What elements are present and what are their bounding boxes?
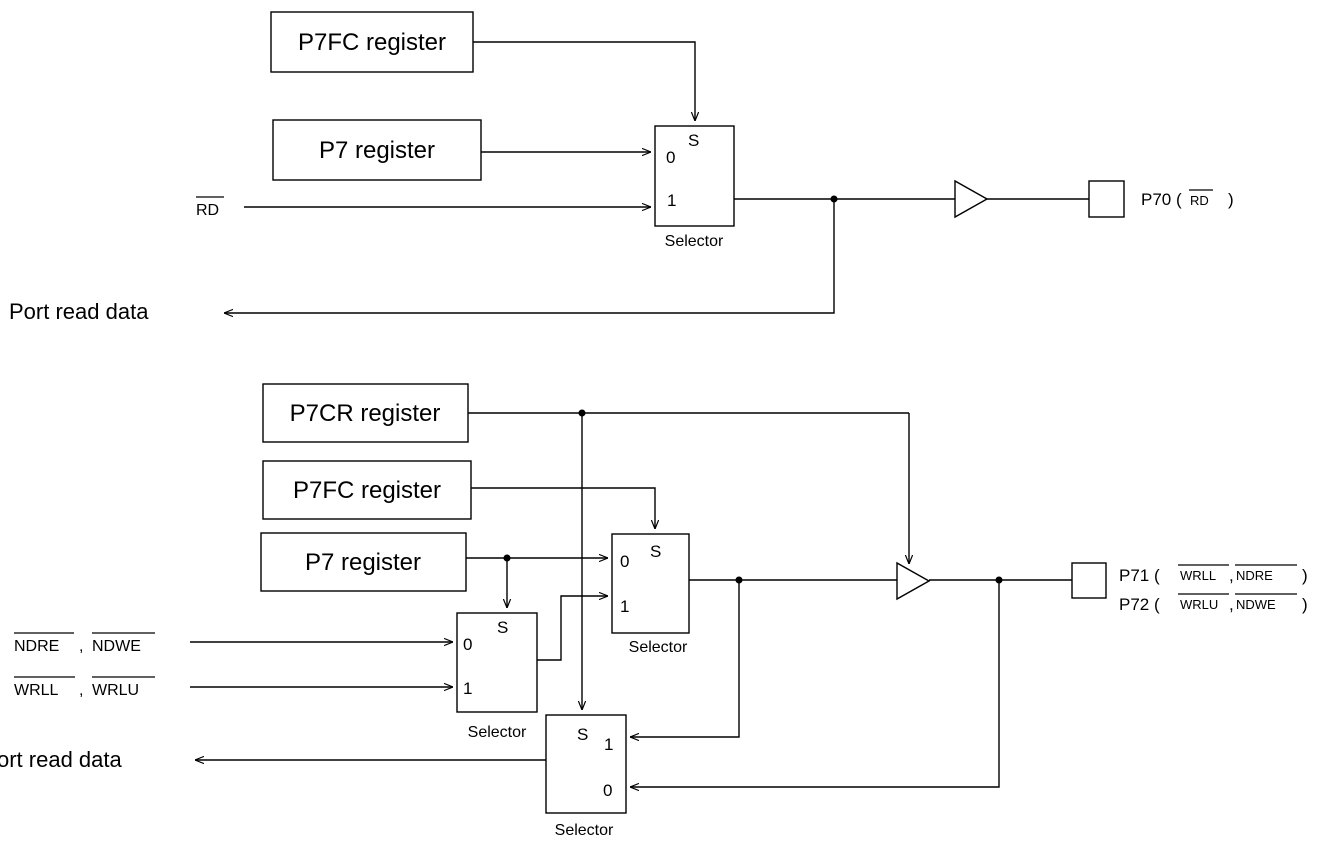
top-fc-to-selector-wire	[473, 41, 695, 121]
bottom-p7fc-register-label: P7FC register	[293, 477, 441, 504]
p71-comma: ,	[1229, 566, 1234, 585]
p72-sig-b: NDWE	[1236, 597, 1276, 612]
bottom-selector-c-in0: 0	[603, 781, 612, 800]
top-port-read-wire	[224, 199, 835, 313]
bottom-selector-b-in1: 1	[620, 597, 629, 616]
top-p7-register-box	[272, 119, 482, 181]
sig-ndwe: NDWE	[92, 638, 141, 655]
bottom-selector-a-box	[456, 612, 538, 713]
sig-comma-1: ,	[79, 638, 83, 655]
top-output-buffer	[954, 179, 989, 219]
top-selector-in0: 0	[666, 148, 675, 167]
p71-prefix: P71 (	[1119, 566, 1160, 585]
bottom-selector-c-s: S	[577, 725, 588, 744]
sig-ndre: NDRE	[14, 638, 59, 655]
bottom-port-read-data-label: ort read data	[0, 747, 123, 772]
bottom-selector-b-label: Selector	[629, 639, 688, 656]
p72-comma: ,	[1229, 595, 1234, 614]
bottom-selector-c-box	[545, 714, 627, 814]
top-selector-s: S	[688, 131, 699, 150]
bottom-p7-register-label: P7 register	[305, 549, 421, 576]
top-selector-label: Selector	[665, 233, 724, 250]
top-circuit: P7FC register P7 register RD S 0 1 Selec…	[9, 11, 1234, 324]
top-pin-prefix: P70 (	[1141, 190, 1182, 209]
bottom-output-buffer	[896, 561, 931, 601]
p72-sig-a: WRLU	[1180, 597, 1218, 612]
bottom-selector-b-box	[611, 533, 690, 634]
selector-a-to-selector-b-wire	[537, 596, 608, 661]
fc-to-selector-b-wire	[471, 487, 655, 529]
bottom-selector-c-label: Selector	[555, 822, 614, 839]
top-selector-box	[654, 125, 735, 227]
top-pin-suffix: )	[1228, 190, 1234, 209]
pin-to-selector-c-wire	[630, 580, 1000, 787]
bottom-circuit: P7CR register P7FC register P7 register …	[0, 383, 1308, 839]
input-ndre-ndwe-label: NDRE , NDWE	[14, 632, 155, 655]
p71-suffix: )	[1302, 566, 1308, 585]
bottom-p7cr-register-box	[262, 383, 469, 443]
top-pin-box	[1088, 180, 1125, 218]
bottom-p7-register-box	[260, 532, 467, 592]
sig-comma-2: ,	[79, 682, 83, 699]
p71-sig-b: NDRE	[1236, 568, 1273, 583]
bottom-selector-b-in0: 0	[620, 552, 629, 571]
input-wrll-wrlu-label: WRLL , WRLU	[14, 676, 155, 699]
sig-wrll: WRLL	[14, 682, 59, 699]
p71-sig-a: WRLL	[1180, 568, 1216, 583]
bottom-selector-a-s: S	[497, 618, 508, 637]
top-rd-signal: RD	[196, 202, 219, 219]
bottom-selector-a-label: Selector	[468, 724, 527, 741]
top-p7fc-register-box	[270, 11, 474, 73]
bottom-selector-a-in0: 0	[463, 635, 472, 654]
bottom-selector-a-in1: 1	[463, 679, 472, 698]
p72-suffix: )	[1302, 595, 1308, 614]
top-port-read-data-label: Port read data	[9, 299, 149, 324]
bottom-selector-b-s: S	[650, 542, 661, 561]
p72-prefix: P72 (	[1119, 595, 1160, 614]
top-p7fc-register-label: P7FC register	[298, 29, 446, 56]
top-p7-register-label: P7 register	[319, 137, 435, 164]
bottom-selector-c-in1: 1	[604, 735, 613, 754]
top-pin-signal: RD	[1190, 193, 1209, 208]
bottom-p7cr-register-label: P7CR register	[290, 400, 441, 427]
selector-b-to-selector-c-wire	[630, 580, 740, 737]
bottom-pin-box	[1071, 562, 1107, 599]
top-selector-in1: 1	[667, 191, 676, 210]
bottom-p7fc-register-box	[262, 460, 472, 520]
sig-wrlu: WRLU	[92, 682, 139, 699]
